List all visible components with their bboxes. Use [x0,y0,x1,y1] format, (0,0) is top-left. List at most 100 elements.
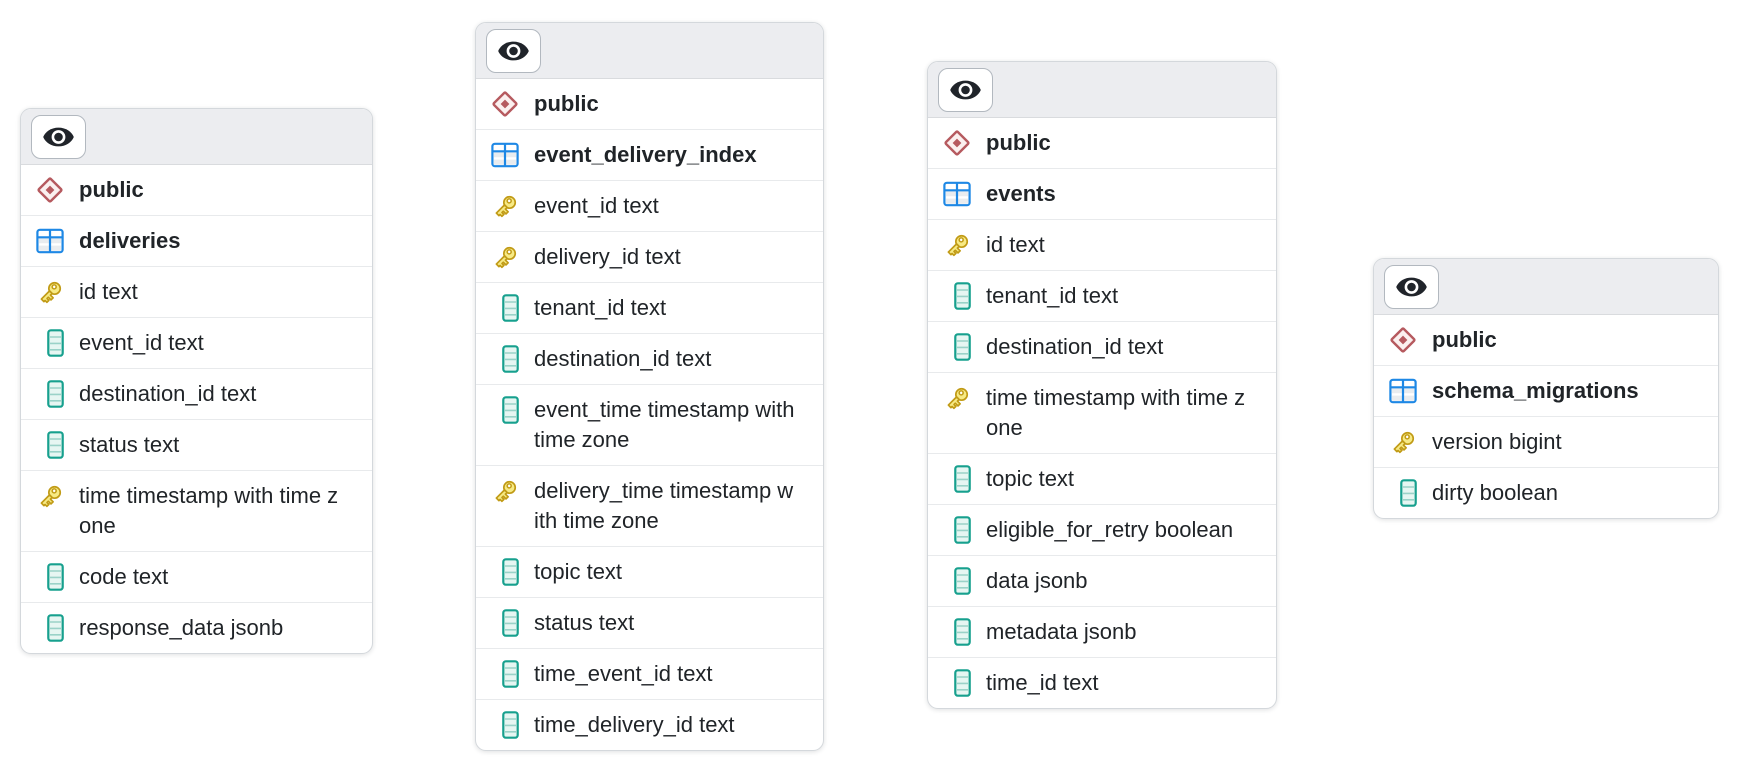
column-row: topic text [928,453,1276,504]
schema-row: public [476,79,823,129]
table-icon-slot [1389,376,1432,404]
column-label: destination_id text [534,346,712,371]
table-name-label: events [986,181,1056,206]
schema-label: public [986,130,1051,155]
column-label: event_time timestamp with time zone [534,397,795,452]
column-icon [502,660,519,688]
column-label: dirty boolean [1432,480,1558,505]
column-icon-slot [36,613,79,642]
column-rows: id text tenant_id text destination_id te… [928,219,1276,708]
column-row: topic text [476,546,823,597]
column-label: metadata jsonb [986,619,1137,644]
column-row: tenant_id text [928,270,1276,321]
column-icon [954,669,971,697]
column-row: tenant_id text [476,282,823,333]
column-label: data jsonb [986,568,1088,593]
column-rows: version bigint dirty boolean [1374,416,1718,518]
column-label: delivery_id text [534,244,681,269]
schema-label: public [1432,327,1497,352]
schema-icon-slot [36,175,79,204]
column-icon-slot [36,277,79,307]
column-icon [502,345,519,373]
column-icon-slot [491,242,534,272]
eye-icon [950,80,981,99]
primary-key-icon [495,480,517,503]
column-icon-slot [491,557,534,586]
column-icon [47,380,64,408]
column-label: status text [534,610,635,635]
column-label: tenant_id text [534,295,667,320]
eye-icon [498,41,529,60]
column-label: topic text [986,466,1075,491]
column-row: eligible_for_retry boolean [928,504,1276,555]
schema-icon-slot [943,128,986,157]
table-icon-slot [943,179,986,207]
schema-row: public [928,118,1276,168]
table-icon-slot [36,226,79,254]
column-icon-slot [491,476,534,506]
column-row: event_time timestamp with time zone [476,384,823,465]
column-row: time timestamp with time zone [928,372,1276,453]
column-rows: event_id text delivery_id text tenant_id… [476,180,823,750]
column-icon [954,567,971,595]
column-row: destination_id text [476,333,823,384]
column-label: destination_id text [79,381,257,406]
column-icon [502,396,519,424]
column-row: time timestamp with time zone [21,470,372,551]
column-label: topic text [534,559,623,584]
column-row: time_event_id text [476,648,823,699]
column-label: time timestamp with time zone [79,483,339,538]
column-icon-slot [943,230,986,260]
schema-icon-slot [1389,325,1432,354]
schema-diamond-icon [1390,327,1416,353]
column-row: event_id text [21,317,372,368]
column-row: metadata jsonb [928,606,1276,657]
table-card[interactable]: public events [927,61,1277,709]
column-label: eligible_for_retry boolean [986,517,1234,542]
visibility-toggle-button[interactable] [938,67,993,112]
column-icon-slot [943,515,986,544]
column-row: data jsonb [928,555,1276,606]
table-name-row: event_delivery_index [476,129,823,180]
column-icon-slot [491,395,534,424]
primary-key-icon [495,195,517,218]
column-icon-slot [491,659,534,688]
primary-key-icon [947,387,969,410]
column-label: destination_id text [986,334,1164,359]
column-icon-slot [36,562,79,591]
column-row: delivery_id text [476,231,823,282]
column-icon [954,516,971,544]
column-label: time_event_id text [534,661,713,686]
column-icon-slot [491,293,534,322]
schema-diamond-icon [492,91,518,117]
table-name-row: events [928,168,1276,219]
column-icon [954,618,971,646]
column-icon-slot [491,191,534,221]
visibility-toggle-button[interactable] [31,114,86,159]
table-icon-slot [491,140,534,168]
card-header [1374,259,1718,315]
column-row: code text [21,551,372,602]
column-icon-slot [36,481,79,511]
schema-row: public [1374,315,1718,365]
table-card[interactable]: public schema_migrations [1373,258,1719,519]
primary-key-icon [495,246,517,269]
visibility-toggle-button[interactable] [486,28,541,73]
table-icon [36,228,64,254]
column-icon-slot [943,668,986,697]
column-row: status text [476,597,823,648]
column-icon-slot [943,464,986,493]
column-icon-slot [943,617,986,646]
column-label: event_id text [534,193,659,218]
table-card[interactable]: public event_delivery_index [475,22,824,751]
column-label: delivery_time timestamp with time zone [534,478,794,533]
column-label: id text [79,279,138,304]
table-icon [491,142,519,168]
visibility-toggle-button[interactable] [1384,264,1439,309]
primary-key-icon [1393,431,1415,454]
column-icon-slot [36,328,79,357]
table-card[interactable]: public deliveries [20,108,373,654]
column-row: destination_id text [21,368,372,419]
column-row: dirty boolean [1374,467,1718,518]
column-icon-slot [491,344,534,373]
